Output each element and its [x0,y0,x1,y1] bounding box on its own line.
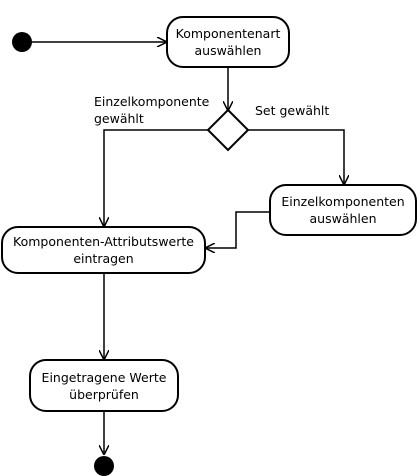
edge-decision-to-attributes [104,129,208,226]
edge-label-set-chosen: Set gewählt [255,103,330,118]
start-node [12,32,32,52]
node-enter-attribute-values: Komponenten-Attributswerte eintragen [1,226,206,274]
end-node [94,456,114,476]
node-check-entered-values: Eingetragene Werte überprüfen [29,359,179,412]
node-select-component-type: Komponentenart auswählen [166,16,290,68]
decision-diamond [206,108,250,152]
edge-components-to-attributes [206,211,270,248]
edge-decision-to-components [248,129,344,184]
node-select-single-components: Einzelkomponenten auswählen [269,184,417,236]
edge-label-single-component: Einzelkomponente gewählt [94,94,210,126]
